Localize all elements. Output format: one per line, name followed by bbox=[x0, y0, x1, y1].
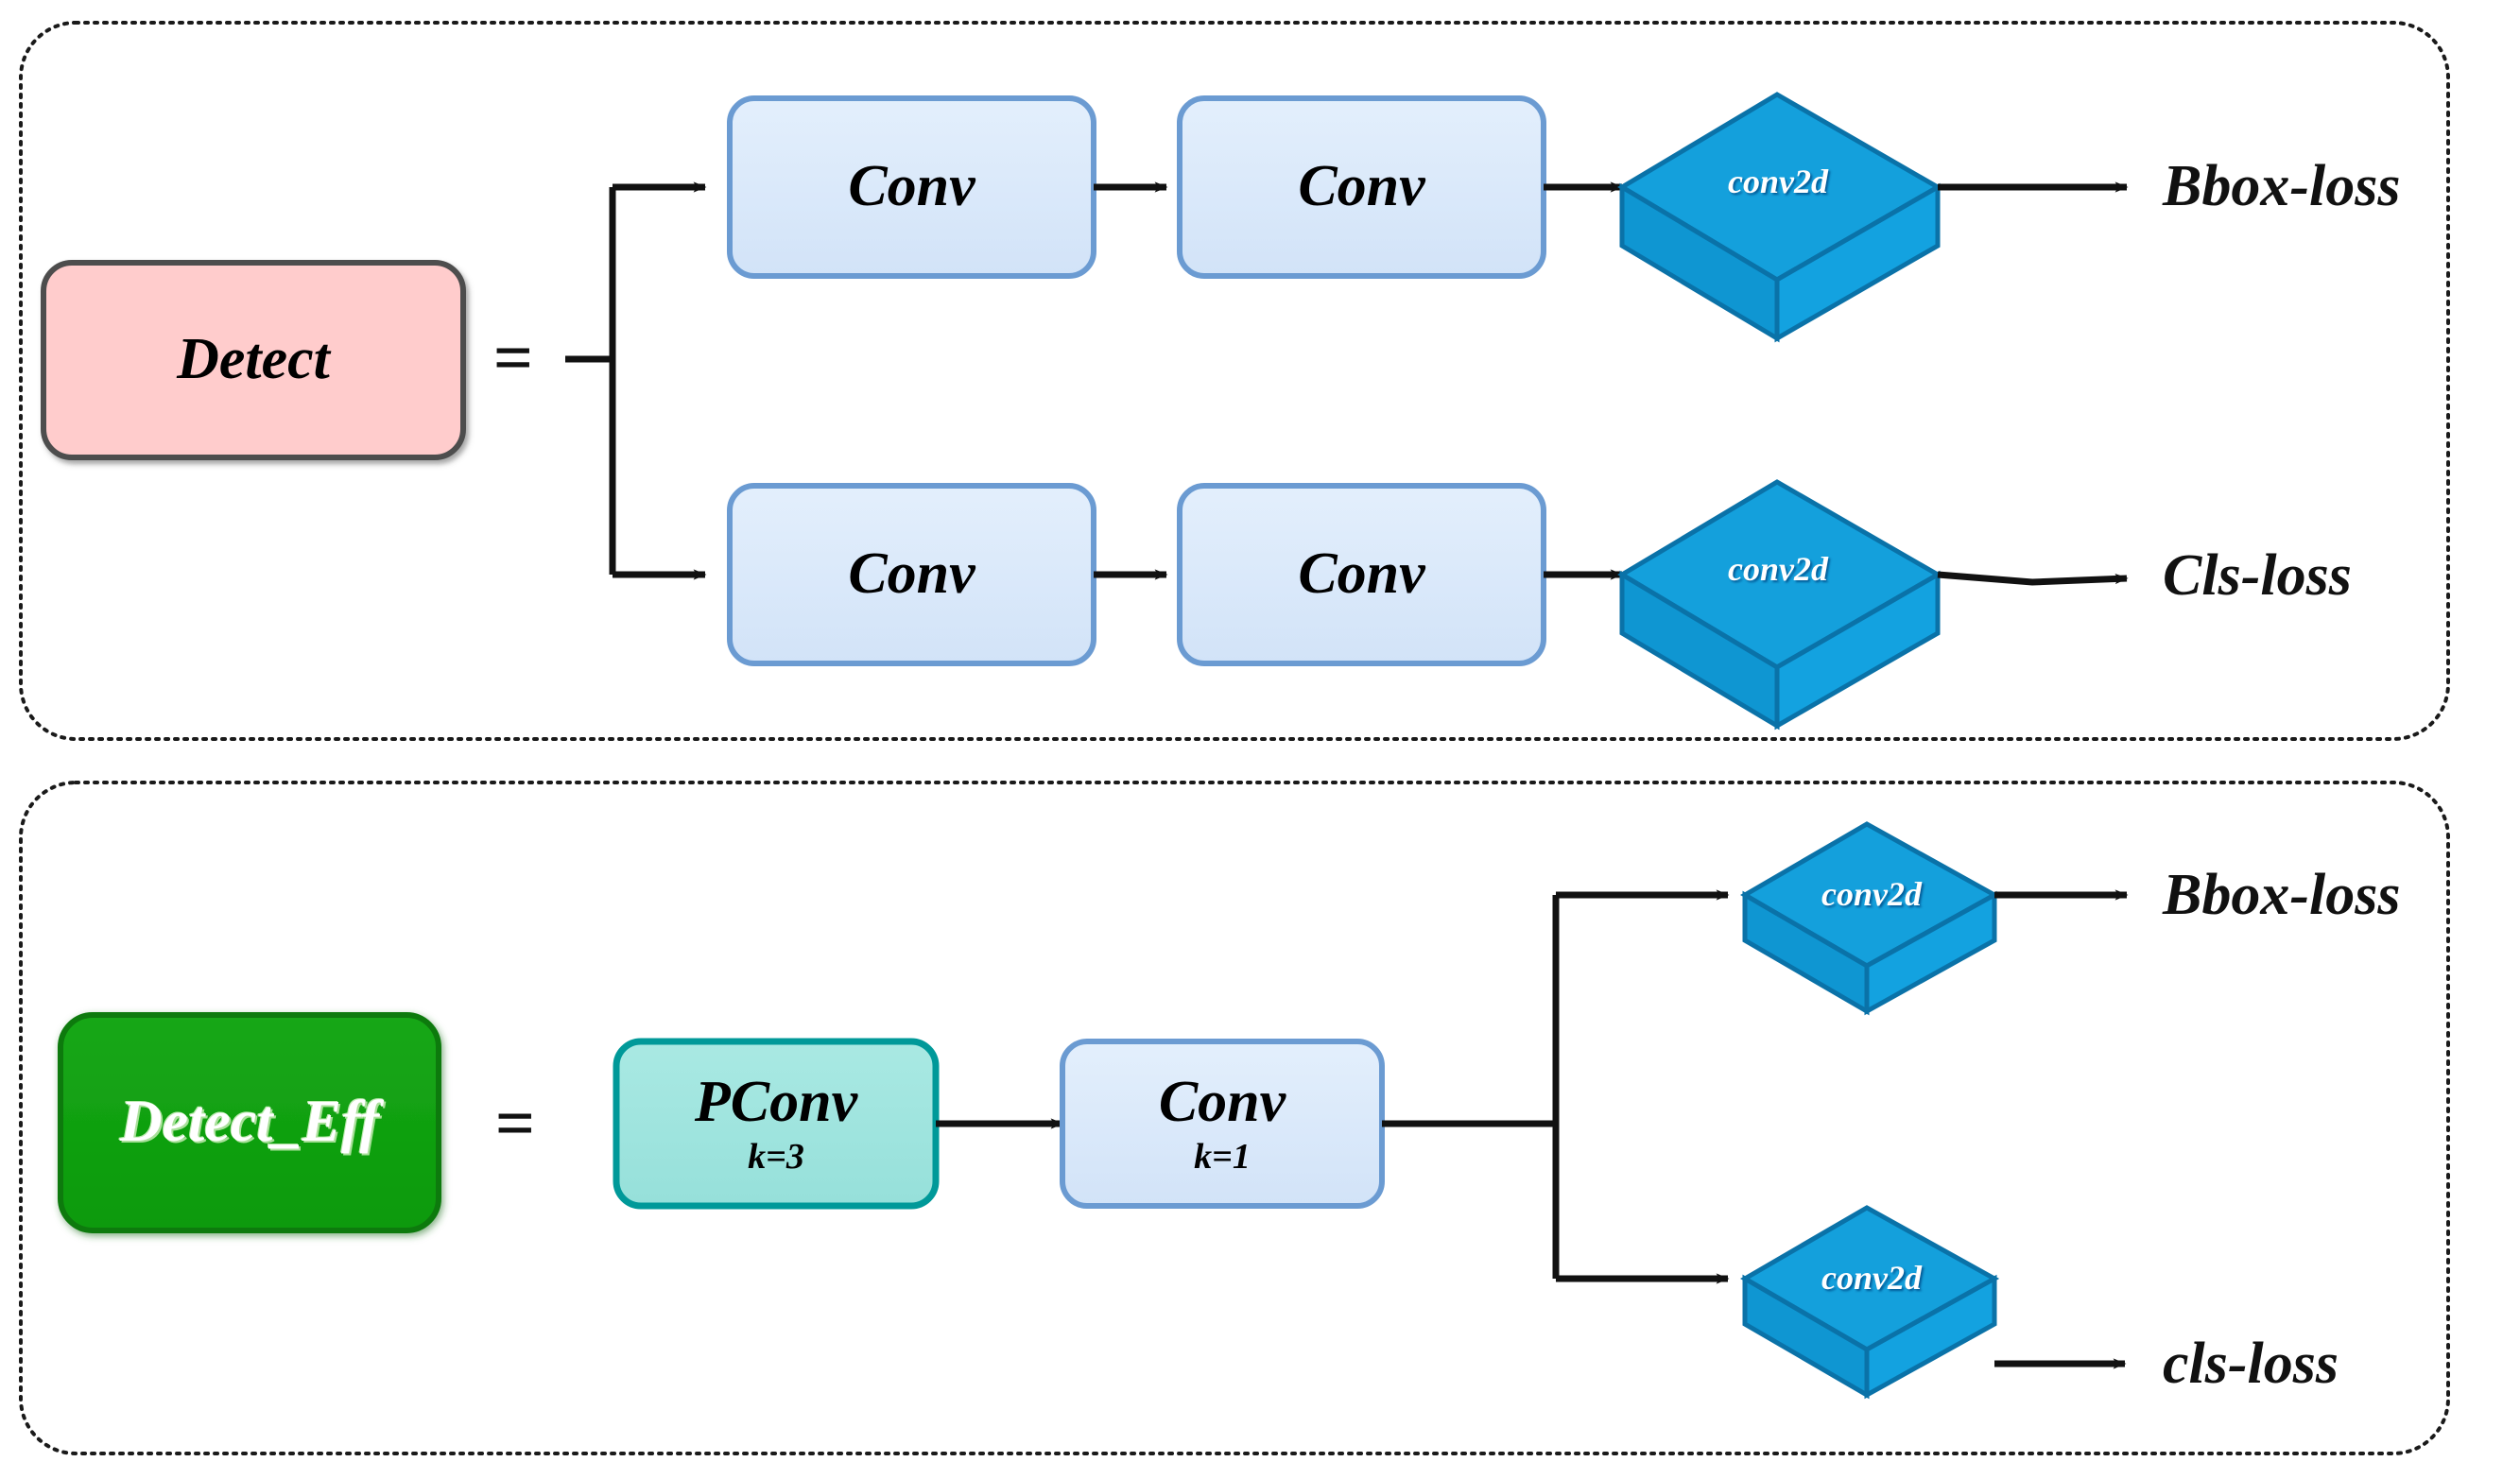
conv2d-cube-cls[interactable] bbox=[1617, 479, 1943, 731]
conv-box-bbox-2[interactable] bbox=[1177, 95, 1546, 279]
arrow-conv2d-to-cls-loss bbox=[1937, 571, 2129, 586]
conv2d-cube-bbox[interactable] bbox=[1617, 92, 1943, 343]
conv-box-bbox-1[interactable] bbox=[727, 95, 1096, 279]
conv2d-cube-bbox-eff[interactable] bbox=[1740, 821, 2000, 1016]
conv-box-cls-1[interactable] bbox=[727, 483, 1096, 666]
conv-box-eff[interactable] bbox=[1060, 1039, 1385, 1209]
detect-box[interactable] bbox=[41, 260, 466, 460]
panel-detect-border bbox=[19, 21, 2450, 741]
detect-eff-box[interactable] bbox=[58, 1012, 441, 1233]
detect-eff-branch-connector bbox=[1382, 889, 1730, 1284]
panel-detect-eff-border bbox=[19, 781, 2450, 1455]
conv-box-cls-2[interactable] bbox=[1177, 483, 1546, 666]
detect-branch-connector bbox=[565, 181, 707, 580]
conv2d-cube-cls-eff[interactable] bbox=[1740, 1205, 2000, 1400]
pconv-box[interactable] bbox=[613, 1038, 940, 1210]
